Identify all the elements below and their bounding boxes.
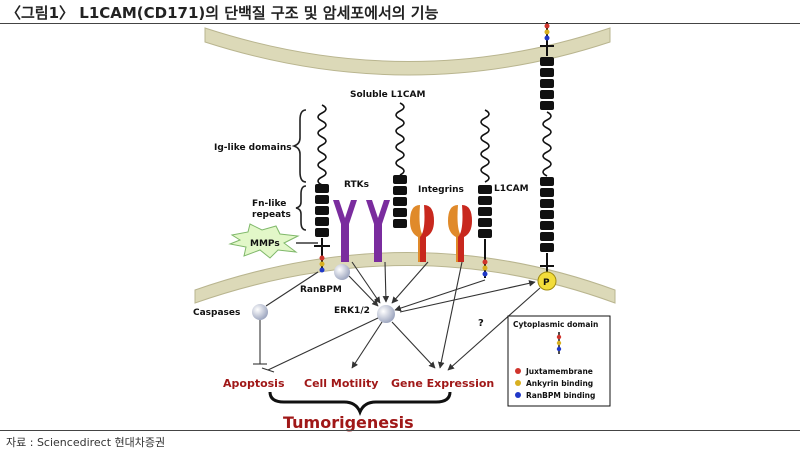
legend-dot-juxtamembrane	[515, 368, 521, 374]
label-caspases: Caspases	[193, 308, 240, 318]
integrin-receptors	[410, 205, 472, 262]
label-mmps: MMPs	[250, 239, 280, 249]
label-erk: ERK1/2	[334, 306, 370, 316]
label-ig-like-domains: Ig-like domains	[214, 143, 292, 153]
legend-dot-ankyrin	[515, 380, 521, 386]
soluble-l1cam-molecule	[393, 102, 407, 228]
label-soluble-l1cam: Soluble L1CAM	[350, 90, 425, 100]
figure-title: 〈그림1〉 L1CAM(CD171)의 단백질 구조 및 암세포에서의 기능	[6, 4, 439, 22]
legend-label-ankyrin: Ankyrin binding	[526, 379, 593, 388]
legend-dot-ranbpm	[515, 392, 521, 398]
fn-bracket	[295, 185, 307, 231]
tumorigenesis-brace	[268, 391, 452, 417]
rtk-receptors	[333, 200, 390, 262]
label-ranbpm: RanBPM	[300, 285, 342, 295]
label-fn-like: Fn-like	[252, 199, 286, 209]
legend-box	[507, 315, 611, 407]
l1cam-right-molecule	[478, 109, 492, 278]
erk-node	[377, 305, 395, 323]
label-rtks: RTKs	[344, 180, 369, 190]
l1cam-trans-molecule	[537, 22, 557, 291]
upper-membrane	[204, 27, 611, 76]
label-fn-repeats: repeats	[252, 210, 291, 220]
caspases-node	[252, 304, 268, 320]
legend-title: Cytoplasmic domain	[513, 320, 598, 329]
label-p: P	[543, 278, 550, 288]
l1cam-left-molecule	[314, 104, 330, 273]
outcome-gene-expression: Gene Expression	[391, 377, 494, 390]
label-integrins: Integrins	[418, 185, 464, 195]
figure-source: 자료 : Sciencedirect 현대차증권	[6, 436, 166, 449]
source-rule	[0, 430, 800, 431]
outcome-tumorigenesis: Tumorigenesis	[283, 413, 414, 432]
label-question: ?	[478, 318, 484, 329]
ranbpm-node	[334, 264, 350, 280]
title-rule	[0, 23, 800, 24]
legend-label-ranbpm: RanBPM binding	[526, 391, 595, 400]
ig-bracket	[291, 109, 307, 183]
legend-mini-tail	[556, 332, 562, 354]
outcome-apoptosis: Apoptosis	[223, 377, 285, 390]
mmps-starburst	[228, 223, 300, 259]
legend-label-juxtamembrane: Juxtamembrane	[525, 367, 593, 376]
outcome-cell-motility: Cell Motility	[304, 377, 378, 390]
label-l1cam: L1CAM	[494, 184, 529, 194]
